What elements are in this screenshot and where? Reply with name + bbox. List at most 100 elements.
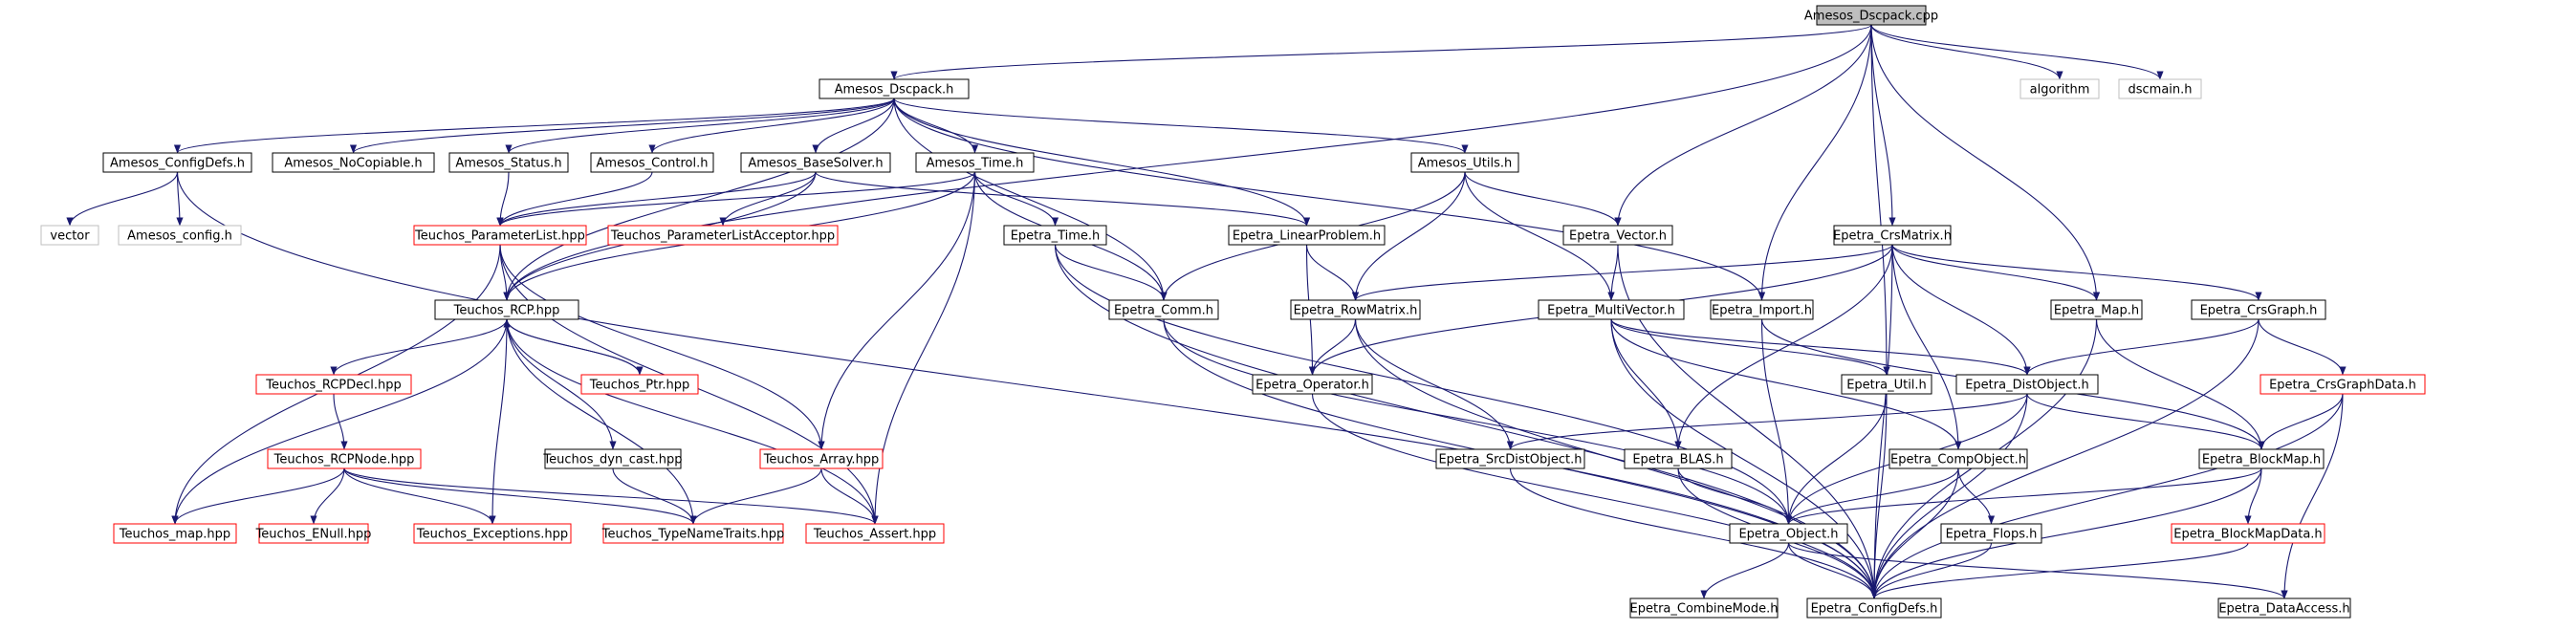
file-node-label: Amesos_BaseSolver.h bbox=[748, 157, 883, 171]
file-node-vector[interactable]: vector bbox=[40, 225, 99, 246]
file-node-acd[interactable]: Amesos_ConfigDefs.h bbox=[102, 152, 252, 173]
file-node-ecgd[interactable]: Epetra_CrsGraphData.h bbox=[2259, 374, 2426, 395]
file-node-emv[interactable]: Epetra_MultiVector.h bbox=[1538, 299, 1685, 320]
dependency-edge-ecrs-to-eco bbox=[1891, 244, 1962, 450]
file-node-box bbox=[740, 152, 891, 173]
file-node-box bbox=[805, 523, 945, 544]
file-node-ast[interactable]: Amesos_Status.h bbox=[448, 152, 569, 173]
file-node-eco[interactable]: Epetra_CompObject.h bbox=[1888, 448, 2028, 469]
file-node-tmap[interactable]: Teuchos_map.hpp bbox=[113, 523, 237, 544]
file-node-ttnt[interactable]: Teuchos_TypeNameTraits.hpp bbox=[601, 523, 785, 544]
file-node-dscmain[interactable]: dscmain.h bbox=[2118, 78, 2202, 99]
dependency-edge-emv-to-edo bbox=[1610, 318, 2031, 376]
file-node-ecomm[interactable]: Epetra_Comm.h bbox=[1108, 299, 1219, 320]
file-node-label: Amesos_ConfigDefs.h bbox=[110, 157, 245, 171]
dependency-edge-abs-to-tpla bbox=[719, 171, 817, 227]
file-node-tenull[interactable]: Teuchos_ENull.hpp bbox=[255, 523, 372, 544]
file-node-abs[interactable]: Amesos_BaseSolver.h bbox=[740, 152, 891, 173]
file-node-label: Epetra_CrsMatrix.h bbox=[1833, 229, 1952, 244]
file-node-etime[interactable]: Epetra_Time.h bbox=[1003, 225, 1107, 246]
dependency-edge-trcpn-to-tmap bbox=[171, 467, 345, 525]
file-node-eimp[interactable]: Epetra_Import.h bbox=[1710, 299, 1814, 320]
file-node-ecd[interactable]: Epetra_ConfigDefs.h bbox=[1806, 597, 1942, 619]
file-node-label: Teuchos_Exceptions.hpp bbox=[416, 528, 568, 542]
file-node-eflops[interactable]: Epetra_Flops.h bbox=[1940, 523, 2042, 544]
dependency-edge-tdc-to-ttnt bbox=[612, 467, 697, 525]
dependency-edge-emv-to-eutil bbox=[1610, 318, 1890, 376]
file-node-label: dscmain.h bbox=[2128, 83, 2192, 98]
file-node-elp[interactable]: Epetra_LinearProblem.h bbox=[1228, 225, 1386, 246]
file-node-box bbox=[1435, 448, 1585, 469]
dependency-edge-eobj-to-ecm bbox=[1700, 542, 1790, 599]
file-node-box bbox=[272, 152, 435, 173]
file-node-trcp[interactable]: Teuchos_RCP.hpp bbox=[434, 299, 579, 320]
file-node-trcpn[interactable]: Teuchos_RCPNode.hpp bbox=[267, 448, 422, 469]
dependency-edge-root-to-eimp bbox=[1757, 24, 1872, 301]
file-node-evec[interactable]: Epetra_Vector.h bbox=[1562, 225, 1673, 246]
file-node-ecm[interactable]: Epetra_CombineMode.h bbox=[1629, 597, 1779, 619]
dependency-edge-ecrs-to-ecg bbox=[1891, 244, 2262, 301]
file-node-eda[interactable]: Epetra_DataAccess.h bbox=[2217, 597, 2351, 619]
file-node-box bbox=[1228, 225, 1386, 246]
dependency-edge-trcpd-to-trcpn bbox=[333, 393, 348, 450]
dependency-edge-edo-to-esdo bbox=[1507, 393, 2028, 450]
file-node-tdc[interactable]: Teuchos_dyn_cast.hpp bbox=[542, 448, 683, 469]
file-node-algorithm[interactable]: algorithm bbox=[2019, 78, 2100, 99]
dependency-edge-trcpn-to-ttnt bbox=[343, 467, 697, 525]
file-node-box bbox=[1562, 225, 1673, 246]
file-node-box bbox=[1108, 299, 1219, 320]
file-node-ebmd[interactable]: Epetra_BlockMapData.h bbox=[2171, 523, 2325, 544]
file-node-box bbox=[544, 448, 682, 469]
file-node-ebm[interactable]: Epetra_BlockMap.h bbox=[2198, 448, 2325, 469]
file-node-actl[interactable]: Amesos_Control.h bbox=[590, 152, 714, 173]
dependency-edge-trcp-to-tassert bbox=[506, 318, 879, 525]
dependency-edge-ecg-to-edo bbox=[2023, 318, 2259, 376]
file-node-label: Amesos_Dscpack.cpp bbox=[1804, 10, 1938, 24]
file-node-label: algorithm bbox=[2030, 83, 2090, 98]
dependency-edge-root-to-eutil bbox=[1870, 24, 1890, 376]
dependency-edge-evec-to-ecd bbox=[1617, 244, 1878, 599]
file-node-esdo[interactable]: Epetra_SrcDistObject.h bbox=[1435, 448, 1585, 469]
file-node-box bbox=[602, 523, 784, 544]
file-node-box bbox=[40, 225, 99, 246]
file-node-trcpd[interactable]: Teuchos_RCPDecl.hpp bbox=[255, 374, 412, 395]
file-node-box bbox=[590, 152, 714, 173]
file-node-erow[interactable]: Epetra_RowMatrix.h bbox=[1290, 299, 1421, 320]
file-node-emap[interactable]: Epetra_Map.h bbox=[2050, 299, 2143, 320]
file-node-box bbox=[113, 523, 237, 544]
dependency-edge-trcp-to-tmap bbox=[171, 318, 508, 525]
dependency-edge-ad_h-to-eimp bbox=[893, 98, 1766, 301]
file-node-tarr[interactable]: Teuchos_Array.hpp bbox=[759, 448, 884, 469]
file-node-box bbox=[1624, 448, 1733, 469]
file-node-aconf[interactable]: Amesos_config.h bbox=[118, 225, 242, 246]
file-node-label: Epetra_BlockMapData.h bbox=[2173, 528, 2322, 542]
file-node-ecrs[interactable]: Epetra_CrsMatrix.h bbox=[1833, 225, 1952, 246]
dependency-edge-ad_h-to-aut bbox=[893, 98, 1469, 154]
file-node-label: vector bbox=[50, 229, 90, 244]
file-node-edo[interactable]: Epetra_DistObject.h bbox=[1955, 374, 2099, 395]
dependency-edge-ecg-to-ecd bbox=[1870, 318, 2259, 599]
file-node-eobj[interactable]: Epetra_Object.h bbox=[1729, 523, 1848, 544]
file-node-aut[interactable]: Amesos_Utils.h bbox=[1410, 152, 1519, 173]
file-node-label: Amesos_NoCopiable.h bbox=[284, 157, 422, 171]
file-node-box bbox=[2171, 523, 2325, 544]
file-node-tpla[interactable]: Teuchos_ParameterListAcceptor.hpp bbox=[607, 225, 839, 246]
file-node-atm[interactable]: Amesos_Time.h bbox=[915, 152, 1035, 173]
file-node-ad_h[interactable]: Amesos_Dscpack.h bbox=[819, 78, 970, 99]
dependency-edge-ecrs-to-emap bbox=[1891, 244, 2101, 301]
file-node-tassert[interactable]: Teuchos_Assert.hpp bbox=[805, 523, 945, 544]
dependency-edge-trcp-to-ttnt bbox=[506, 318, 697, 525]
dependency-edge-root-to-ad_h bbox=[890, 24, 1872, 80]
dependency-edge-ecrs-to-edo bbox=[1891, 244, 2031, 376]
dependency-edge-abs-to-elp bbox=[815, 171, 1310, 227]
file-node-tptr[interactable]: Teuchos_Ptr.hpp bbox=[580, 374, 699, 395]
file-node-texc[interactable]: Teuchos_Exceptions.hpp bbox=[413, 523, 572, 544]
file-node-eop[interactable]: Epetra_Operator.h bbox=[1252, 374, 1373, 395]
file-node-eblas[interactable]: Epetra_BLAS.h bbox=[1624, 448, 1733, 469]
file-node-tpl[interactable]: Teuchos_ParameterList.hpp bbox=[413, 225, 587, 246]
file-node-root[interactable]: Amesos_Dscpack.cpp bbox=[1804, 5, 1938, 26]
file-node-eutil[interactable]: Epetra_Util.h bbox=[1841, 374, 1932, 395]
file-node-ecg[interactable]: Epetra_CrsGraph.h bbox=[2191, 299, 2326, 320]
file-node-anc[interactable]: Amesos_NoCopiable.h bbox=[272, 152, 435, 173]
